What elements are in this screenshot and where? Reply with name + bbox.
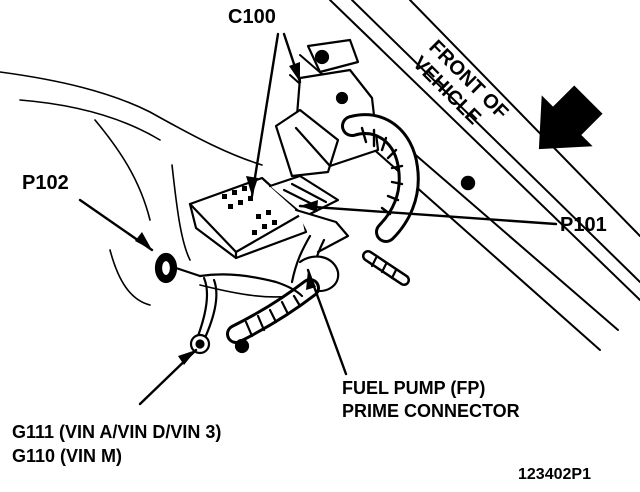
label-g111: G111 (VIN A/VIN D/VIN 3)	[12, 422, 222, 442]
label-c100: C100	[228, 6, 276, 28]
arrow-down-left-icon	[538, 85, 603, 150]
fender-lines	[289, 0, 640, 351]
lower-harness	[226, 278, 320, 354]
p102-grommet-and-ground-lead	[154, 252, 304, 355]
c100-upper-bracket	[274, 38, 380, 178]
c100-connector-block	[188, 174, 340, 260]
label-p101: P101	[560, 214, 607, 236]
figure-id: 123402P1	[518, 466, 591, 483]
body-panel-outlines	[0, 71, 301, 306]
wiring-harness-loop	[341, 113, 476, 243]
leader-arrowheads	[135, 62, 318, 365]
label-p102: P102	[22, 172, 69, 194]
label-g110: G110 (VIN M)	[12, 446, 123, 466]
leader-lines	[78, 32, 558, 406]
label-fuel-pump-line2: PRIME CONNECTOR	[342, 401, 520, 421]
label-fuel-pump-line1: FUEL PUMP (FP)	[342, 378, 486, 398]
